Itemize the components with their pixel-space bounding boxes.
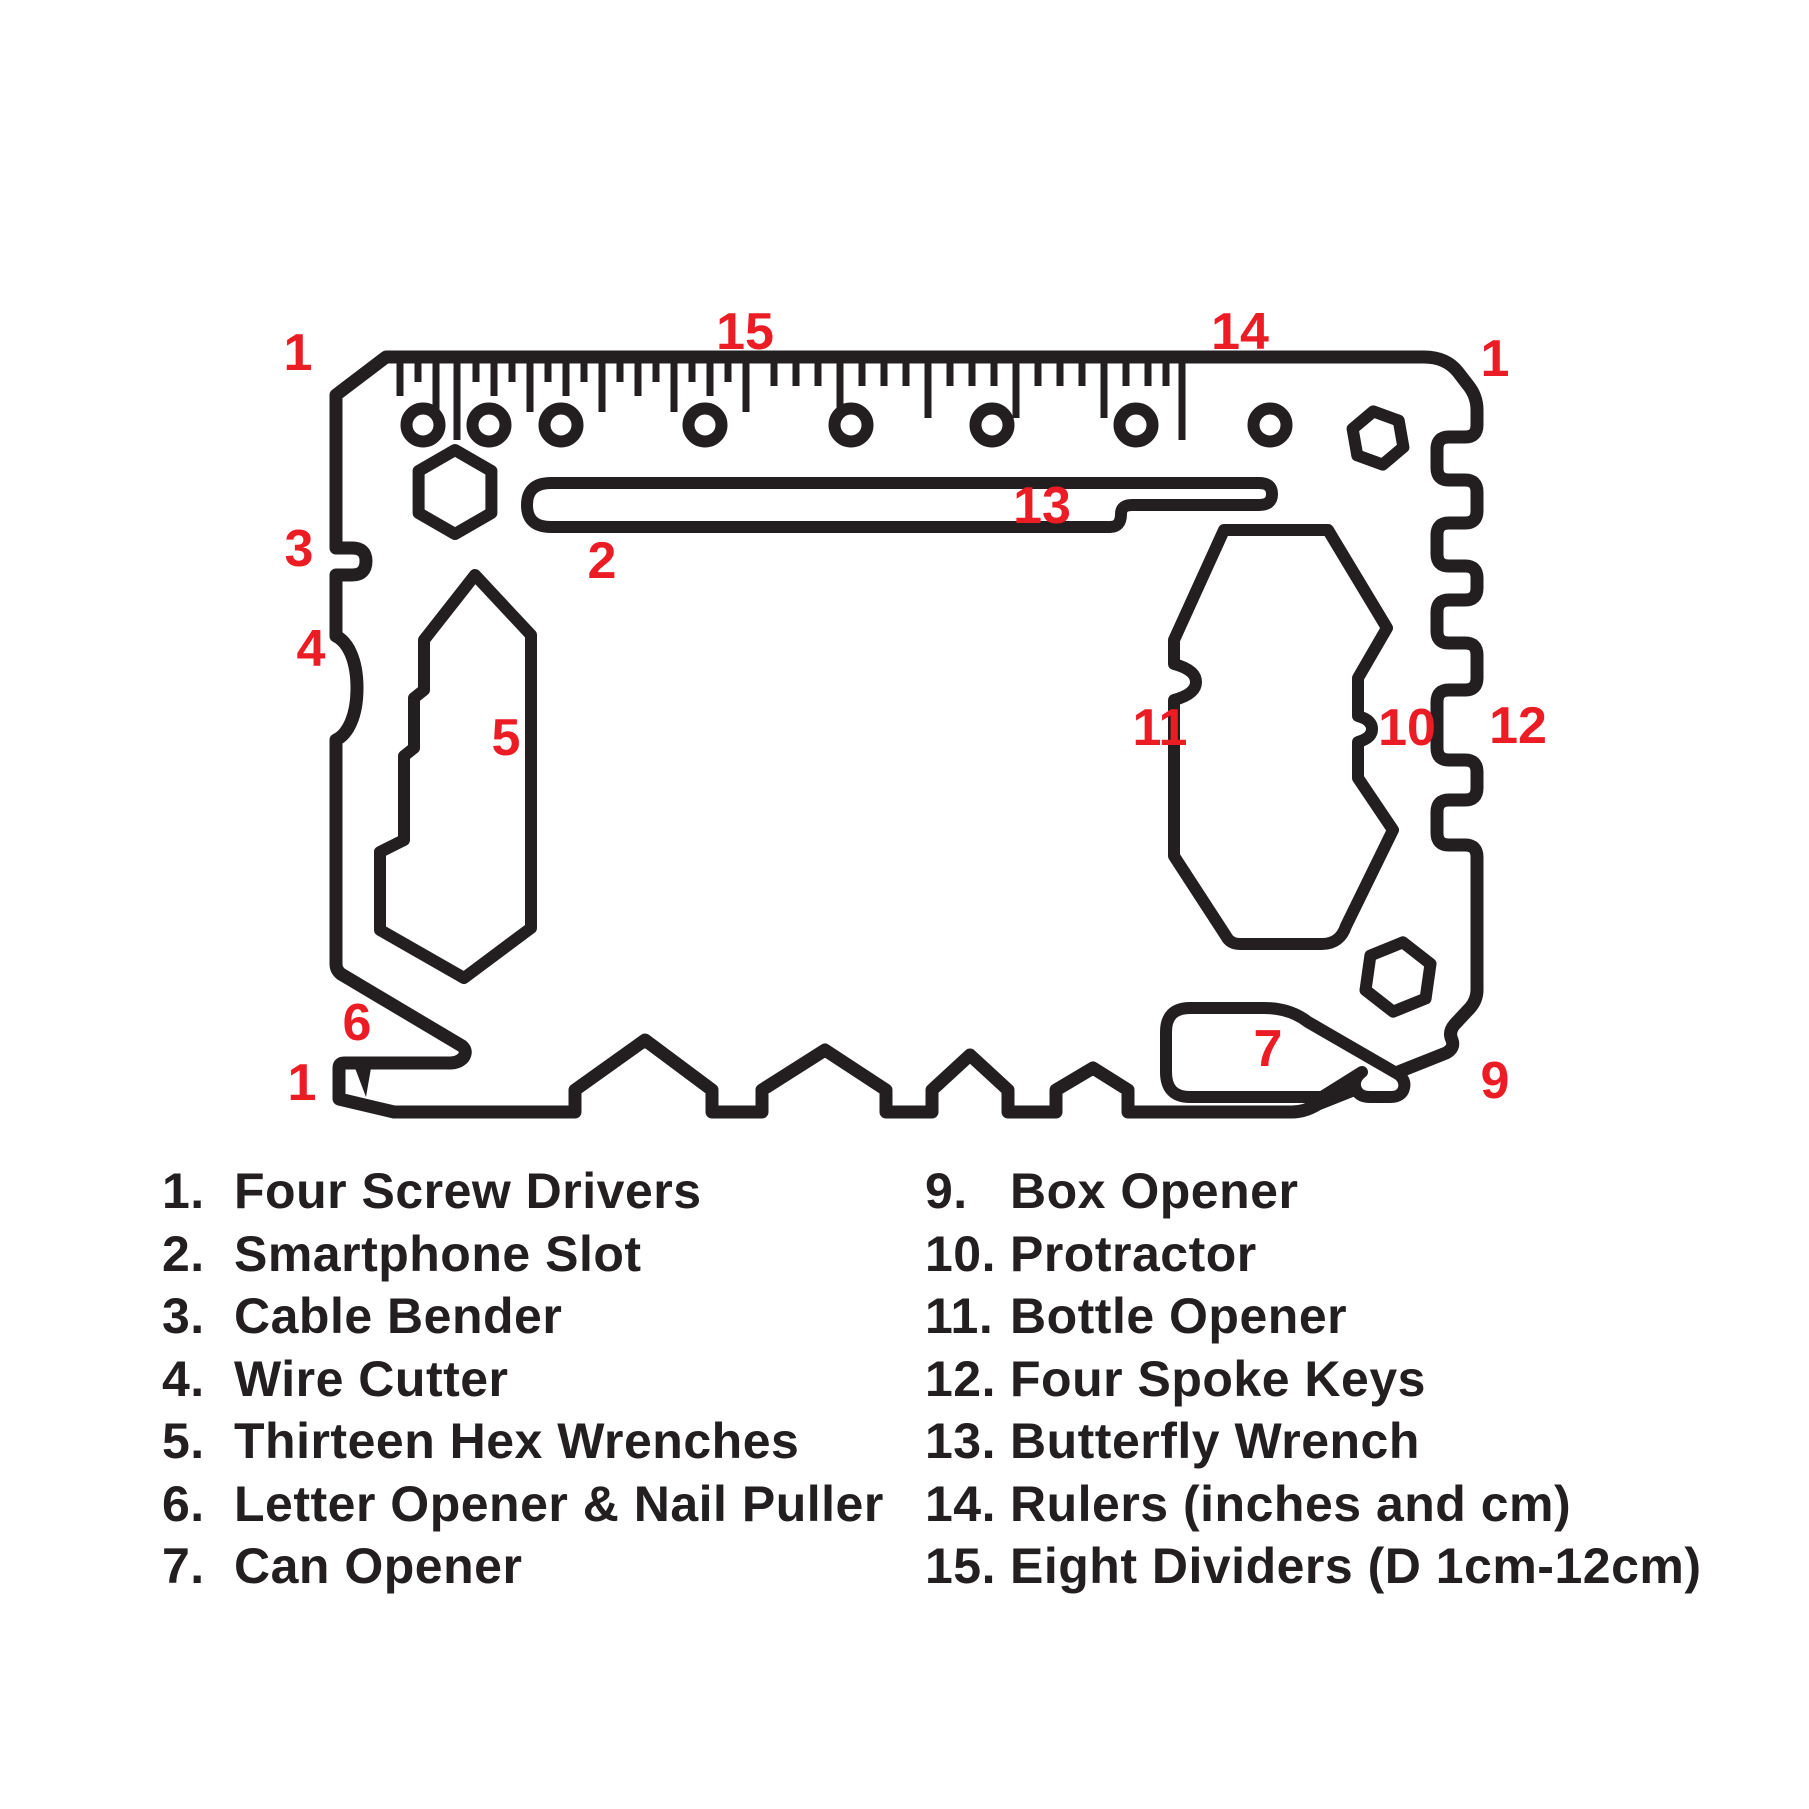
callout-label: 5 <box>492 709 521 767</box>
legend-item: 15.Eight Dividers (D 1cm-12cm) <box>925 1537 1701 1597</box>
legend-item-label: Eight Dividers (D 1cm-12cm) <box>1010 1538 1702 1594</box>
legend-item-number: 14. <box>925 1475 997 1532</box>
card-outline <box>329 350 1484 1119</box>
legend-item-label: Smartphone Slot <box>234 1225 642 1282</box>
legend-item-label: Can Opener <box>234 1538 523 1594</box>
legend-item: 6. Letter Opener & Nail Puller <box>162 1475 884 1535</box>
legend-item: 12.Four Spoke Keys <box>925 1350 1426 1410</box>
callout-label: 1 <box>288 1054 317 1112</box>
legend-item-label: Bottle Opener <box>1010 1288 1348 1344</box>
bottle-opener-cutout <box>1168 524 1399 950</box>
legend-item: 10.Protractor <box>925 1225 1257 1285</box>
callout-label: 15 <box>716 303 774 361</box>
legend-item-number: 6. <box>162 1475 205 1532</box>
hex-holes <box>412 405 1437 1018</box>
divider-hole <box>969 402 1015 448</box>
legend-item: 2. Smartphone Slot <box>162 1225 642 1285</box>
legend-item: 14.Rulers (inches and cm) <box>925 1475 1571 1535</box>
can-opener-cutout <box>1160 1002 1411 1103</box>
legend-item: 13.Butterfly Wrench <box>925 1412 1420 1472</box>
legend-item: 4. Wire Cutter <box>162 1350 509 1410</box>
legend-item-number: 4. <box>162 1350 205 1407</box>
callout-label: 3 <box>285 520 314 578</box>
callout-label: 4 <box>297 620 326 678</box>
smartphone-slot-cutout <box>521 477 1278 533</box>
callout-label: 9 <box>1481 1052 1510 1110</box>
divider-hole <box>682 402 728 448</box>
legend-item-number: 2. <box>162 1225 205 1282</box>
callout-label: 2 <box>588 532 617 590</box>
divider-hole <box>466 402 512 448</box>
legend-item-number: 12. <box>925 1350 997 1407</box>
callout-label: 1 <box>284 324 313 382</box>
divider-hole <box>400 402 446 448</box>
divider-holes <box>400 402 1293 448</box>
hex-hole <box>1346 405 1410 471</box>
legend-item-label: Rulers (inches and cm) <box>1010 1475 1572 1532</box>
legend-item-number: 3. <box>162 1288 205 1344</box>
legend-item: 1. Four Screw Drivers <box>162 1162 702 1222</box>
legend-item-label: Cable Bender <box>234 1288 563 1344</box>
divider-hole <box>1113 402 1159 448</box>
callout-label: 6 <box>343 994 372 1052</box>
callout-label: 10 <box>1378 699 1436 757</box>
legend-item: 3. Cable Bender <box>162 1287 562 1347</box>
legend-item-label: Protractor <box>1010 1225 1257 1282</box>
callout-label: 12 <box>1489 697 1547 755</box>
callout-label: 13 <box>1013 477 1071 535</box>
callout-label: 1 <box>1481 330 1510 388</box>
legend-item-number: 11. <box>925 1288 994 1344</box>
legend-item-label: Four Screw Drivers <box>234 1163 702 1219</box>
legend-item-number: 5. <box>162 1413 205 1469</box>
legend-item: 7. Can Opener <box>162 1537 522 1597</box>
legend-item-label: Wire Cutter <box>234 1350 509 1407</box>
hex-hole <box>412 444 498 540</box>
hex-wrenches-cutout <box>374 569 537 984</box>
legend-item: 11. Bottle Opener <box>925 1287 1347 1347</box>
legend-item-label: Box Opener <box>1010 1163 1299 1219</box>
legend-item-label: Butterfly Wrench <box>1010 1413 1420 1469</box>
hex-hole <box>1359 936 1437 1018</box>
legend-item: 5. Thirteen Hex Wrenches <box>162 1412 799 1472</box>
legend-item-number: 9. <box>925 1163 968 1219</box>
callout-label: 14 <box>1211 303 1269 361</box>
callout-label: 11 <box>1133 699 1188 757</box>
legend-item-number: 1. <box>162 1163 205 1219</box>
legend-item-label: Four Spoke Keys <box>1010 1350 1426 1407</box>
legend-item-number: 15. <box>925 1538 997 1594</box>
nail-puller-notch <box>355 1068 371 1097</box>
legend-item: 9. Box Opener <box>925 1162 1298 1222</box>
legend-item-number: 13. <box>925 1413 997 1469</box>
divider-hole <box>828 402 874 448</box>
legend-item-label: Thirteen Hex Wrenches <box>234 1413 800 1469</box>
legend-item-number: 10. <box>925 1225 997 1282</box>
legend-item-number: 7. <box>162 1538 205 1594</box>
legend-item-label: Letter Opener & Nail Puller <box>234 1475 884 1532</box>
divider-hole <box>538 402 584 448</box>
divider-hole <box>1247 402 1293 448</box>
callout-label: 7 <box>1254 1020 1283 1078</box>
